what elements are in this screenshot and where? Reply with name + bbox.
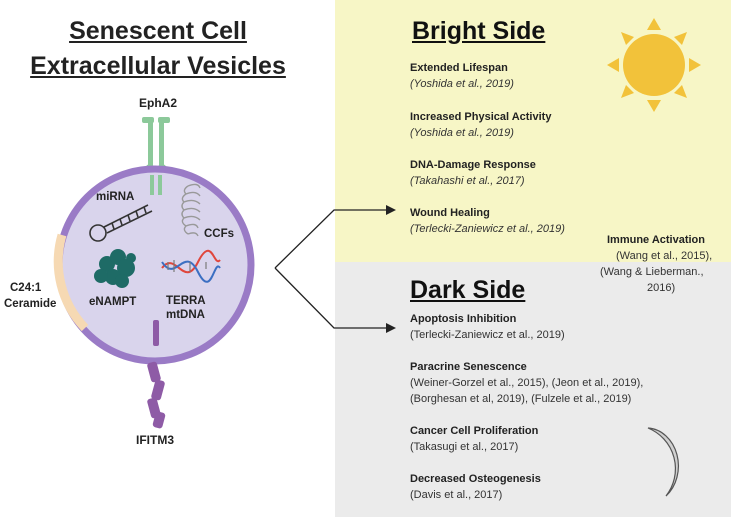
immune-activation-cite: (Wang et al., 2015), (616, 250, 713, 262)
bright-item-cite: (Terlecki-Zaniewicz et al., 2019) (410, 223, 565, 235)
immune-activation-cite: (Wang & Lieberman., (600, 266, 704, 278)
dark-item-cite: (Takasugi et al., 2017) (410, 441, 519, 453)
enampt-label: eNAMPT (89, 296, 137, 308)
arrow-head-bright (386, 205, 396, 215)
bright-item-title: DNA-Damage Response (410, 159, 536, 171)
bright-item-title: Wound Healing (410, 207, 490, 219)
dark-side-title: Dark Side (410, 276, 526, 304)
ccfs-label: CCFs (204, 228, 235, 240)
immune-activation-title: Immune Activation (607, 234, 705, 246)
mtdna-label: mtDNA (166, 309, 205, 321)
c24-label-line2: Ceramide (4, 298, 57, 310)
ifitm3-label: IFITM3 (136, 433, 174, 447)
mirna-label: miRNA (96, 191, 135, 203)
dark-item-title: Cancer Cell Proliferation (410, 425, 539, 437)
bright-item-title: Increased Physical Activity (410, 111, 552, 123)
moon-icon (647, 427, 679, 497)
bright-side-title: Bright Side (412, 17, 546, 45)
epha2-transmembrane-icon (150, 175, 162, 195)
dark-item-cite: (Weiner-Gorzel et al., 2015), (Jeon et a… (410, 377, 644, 389)
bright-item-cite: (Yoshida et al., 2019) (410, 127, 514, 139)
epha2-label: EphA2 (139, 96, 178, 110)
arrows (274, 209, 390, 329)
mirna-icon (89, 204, 153, 242)
bright-item-cite: (Takahashi et al., 2017) (410, 175, 525, 187)
dark-item-cite: (Terlecki-Zaniewicz et al., 2019) (410, 329, 565, 341)
vesicle-cell-icon (53, 165, 255, 365)
dark-item-title: Decreased Osteogenesis (410, 473, 541, 485)
dark-item-cite: (Borghesan et al, 2019), (Fulzele et al.… (410, 393, 632, 405)
bright-item-title: Extended Lifespan (410, 62, 508, 74)
c24-label-line1: C24:1 (10, 282, 42, 294)
arrow-head-dark (386, 323, 396, 333)
left-title-line1: Senescent Cell (69, 17, 247, 45)
immune-activation-cite: 2016) (647, 282, 676, 294)
left-title-line2: Extracellular Vesicles (30, 52, 286, 80)
dark-item-title: Apoptosis Inhibition (410, 313, 517, 325)
dark-item-title: Paracrine Senescence (410, 361, 527, 373)
dark-side-panel (335, 262, 731, 517)
ccfs-coil-icon (181, 183, 201, 237)
dna-helix-icon (161, 249, 221, 283)
bright-item-cite: (Yoshida et al., 2019) (410, 78, 514, 90)
terra-label: TERRA (166, 295, 206, 307)
sun-icon (607, 18, 701, 112)
dark-item-cite: (Davis et al., 2017) (410, 489, 503, 501)
ifitm3-protein-icon (147, 320, 166, 429)
enampt-protein-icon (94, 249, 136, 288)
